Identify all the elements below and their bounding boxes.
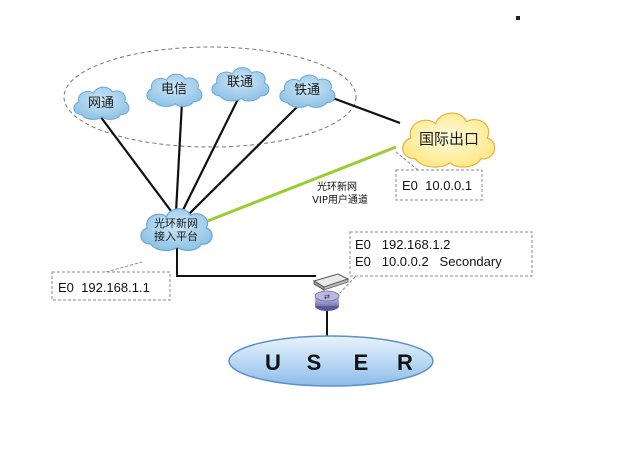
user-letter: U [265,350,281,375]
vip-channel-line [204,145,397,224]
isp-cloud-dianxin: 电信 [146,73,203,107]
access-platform-line1: 光环新网 [154,216,198,230]
isp-links [99,94,401,216]
user-letter: R [397,350,413,375]
isp-group-ellipse [63,46,357,148]
isp-cloud-label: 联通 [227,75,253,90]
user-letter: E [354,350,369,375]
isp-cloud-label: 电信 [161,82,187,97]
router-icon: ⇄ [312,273,350,311]
isp-cloud-tietong: 铁通 [279,74,336,108]
vip-channel-line2: VIP用户通道 [312,193,368,206]
link-wangtong [99,115,175,216]
vip-channel-label: 光环新网 VIP用户通道 [312,180,368,206]
isp-cloud-wangtong: 网通 [73,86,130,120]
link-dianxin [174,101,184,213]
corner-marker [516,16,520,20]
isp-cloud-liantong: 联通 [211,67,270,102]
svg-text:⇄: ⇄ [324,293,330,301]
access-platform-line2: 接入平台 [154,229,198,243]
access-platform-cloud: 光环新网 接入平台 [140,208,213,252]
vip-channel-line1: 光环新网 [317,180,357,193]
intl-exit-cloud: 国际出口 [401,112,496,168]
user-network: U S E R [228,335,434,387]
link-tietong [187,103,301,216]
access-to-router-link [176,247,316,277]
intl-exit-label: 国际出口 [419,130,479,148]
intl-ip-text: E0 10.0.0.1 [402,178,472,193]
isp-cloud-label: 铁通 [294,83,320,98]
access-ip-callout: E0 192.168.1.1 [51,261,171,301]
link-liantong [181,94,241,213]
ellipse-icon [228,335,434,387]
intl-ip-callout: E0 10.0.0.1 [395,151,483,201]
user-letter: S [307,350,322,375]
router-ip-callout: E0 192.168.1.2 E0 10.0.0.2 Secondary [335,231,533,298]
isp-cloud-label: 网通 [88,96,114,111]
access-ip-text: E0 192.168.1.1 [58,280,150,295]
link-tietong-intl [329,95,401,125]
router-ip-line1: E0 192.168.1.2 [355,237,450,252]
router-ip-line2: E0 10.0.0.2 Secondary [355,254,502,269]
